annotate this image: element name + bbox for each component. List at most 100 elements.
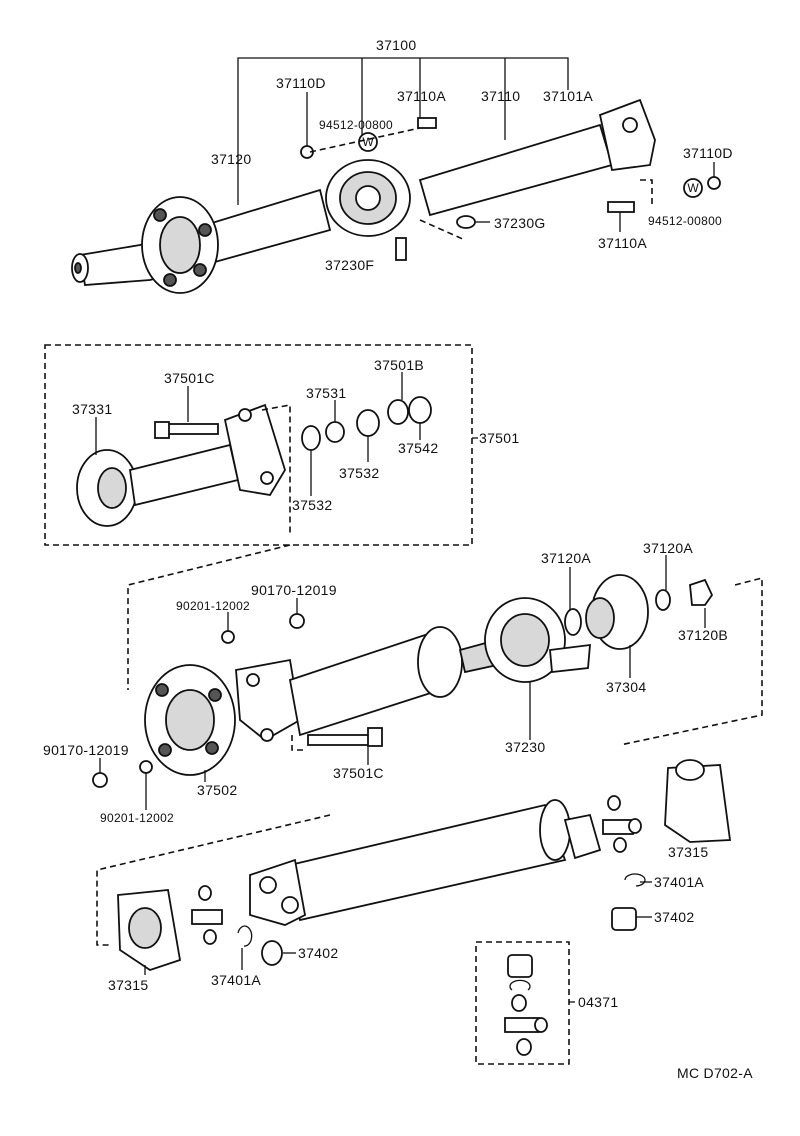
snap-ring-37401A bbox=[624, 873, 646, 887]
shaft-end-hole bbox=[74, 262, 82, 274]
label-37331: 37331 bbox=[72, 401, 112, 417]
companion-flange bbox=[235, 658, 301, 742]
label-37230: 37230 bbox=[505, 739, 545, 755]
label-37100: 37100 bbox=[376, 37, 416, 53]
label-37542: 37542 bbox=[398, 440, 438, 456]
dashed-guide bbox=[419, 219, 466, 241]
nut-90170 bbox=[92, 772, 108, 788]
label-94512-00800: 94512-00800 bbox=[648, 214, 722, 228]
washer-37230G bbox=[456, 215, 476, 229]
part-37532-washer bbox=[301, 425, 321, 451]
label-37501C: 37501C bbox=[164, 370, 215, 386]
lower-shaft-assembly: 37315 37401A 37402 37402 37315 37401A bbox=[96, 759, 732, 993]
bearing-cup-37402 bbox=[261, 940, 283, 966]
spider-cap bbox=[607, 795, 621, 811]
part-37532-bearing bbox=[356, 409, 380, 437]
label-37531: 37531 bbox=[306, 385, 346, 401]
washer-90201 bbox=[139, 760, 153, 774]
label-37502: 37502 bbox=[197, 782, 237, 798]
label-37402: 37402 bbox=[654, 909, 694, 925]
flange-hole bbox=[246, 673, 260, 687]
upper-shaft-assembly: W W 37100 37110D 37110A 37110 37101A 945… bbox=[71, 37, 733, 294]
dashed-guide bbox=[96, 814, 331, 946]
yoke-hole bbox=[622, 117, 638, 133]
label-94512-00800: 94512-00800 bbox=[319, 118, 393, 132]
bolt bbox=[607, 201, 635, 213]
label-37120A: 37120A bbox=[541, 550, 591, 566]
bolt-37230F bbox=[395, 237, 407, 261]
dashed-guide bbox=[127, 544, 291, 690]
bearing-bracket bbox=[549, 643, 591, 673]
label-37501C: 37501C bbox=[333, 765, 384, 781]
washer-mark: W bbox=[362, 135, 374, 149]
part-37542 bbox=[408, 396, 432, 424]
label-90170-12019: 90170-12019 bbox=[43, 742, 129, 758]
flange-hole bbox=[238, 408, 252, 422]
label-37230F: 37230F bbox=[325, 257, 374, 273]
nut-37120B bbox=[689, 578, 714, 606]
label-37110D: 37110D bbox=[683, 145, 733, 161]
washer-37120A bbox=[564, 608, 582, 636]
label-37401A: 37401A bbox=[211, 972, 261, 988]
tube-yoke bbox=[563, 813, 602, 860]
bearing-cup-37402 bbox=[611, 907, 637, 931]
coupling-bolt bbox=[205, 741, 219, 755]
bolt bbox=[417, 117, 437, 129]
label-37120A: 37120A bbox=[643, 540, 693, 556]
label-37501: 37501 bbox=[479, 430, 519, 446]
spider-cap bbox=[628, 818, 642, 834]
dashed-guide bbox=[640, 179, 653, 205]
label-90170-12019: 90170-12019 bbox=[251, 582, 337, 598]
flange-shaft bbox=[128, 443, 240, 507]
dashed-box-04371 bbox=[475, 941, 570, 1065]
spider-kit-04371: 04371 bbox=[475, 941, 618, 1065]
label-04371: 04371 bbox=[578, 994, 618, 1010]
center-bearing-hub bbox=[355, 185, 381, 211]
washer bbox=[683, 178, 703, 198]
washer-mark: W bbox=[687, 181, 699, 195]
spider-cap bbox=[511, 994, 527, 1012]
label-37110A: 37110A bbox=[397, 88, 446, 104]
label-37532: 37532 bbox=[292, 497, 332, 513]
center-bearing-inner bbox=[500, 613, 550, 667]
coupling-center bbox=[165, 689, 215, 751]
shaft-collar bbox=[417, 626, 463, 698]
rear-shaft-tube bbox=[418, 123, 614, 217]
rear-yoke bbox=[598, 98, 656, 172]
spider-cap bbox=[534, 1017, 548, 1033]
label-37230G: 37230G bbox=[494, 215, 546, 231]
label-90201-12002: 90201-12002 bbox=[176, 599, 250, 613]
flange-hole bbox=[260, 471, 274, 485]
yoke-hole bbox=[281, 896, 299, 914]
flange-yoke-37315 bbox=[664, 764, 732, 843]
bearing-cup bbox=[507, 954, 533, 978]
label-37402: 37402 bbox=[298, 945, 338, 961]
washer-37120A bbox=[655, 589, 671, 611]
intermediate-shaft-tube bbox=[288, 633, 442, 737]
bolt-head bbox=[367, 727, 383, 747]
flange-sub-assembly-37501: 37501C 37501B 37331 37531 37542 37501 37… bbox=[44, 344, 519, 546]
label-37110D: 37110D bbox=[276, 75, 326, 91]
label-37315: 37315 bbox=[668, 844, 708, 860]
label-37101A: 37101A bbox=[543, 88, 593, 104]
label-37304: 37304 bbox=[606, 679, 646, 695]
coupling-bolt bbox=[163, 273, 177, 287]
part-37331-inner bbox=[97, 467, 127, 509]
washer-90201 bbox=[221, 630, 235, 644]
bracket-37100 bbox=[237, 57, 569, 105]
yoke-bore bbox=[128, 907, 162, 949]
slip-yoke bbox=[249, 858, 307, 926]
dashed-guide bbox=[309, 127, 421, 153]
dashed-guide bbox=[291, 735, 305, 751]
label-90201-12002: 90201-12002 bbox=[100, 811, 174, 825]
rear-shaft-tube bbox=[288, 803, 567, 922]
label-37501B: 37501B bbox=[374, 357, 424, 373]
spider-cap bbox=[203, 929, 217, 945]
tube-end bbox=[539, 799, 571, 861]
flange-hub bbox=[585, 597, 615, 639]
diagram-code: MC D702-A bbox=[677, 1065, 753, 1081]
universal-joint-spider bbox=[191, 885, 223, 945]
coupling-bolt bbox=[193, 263, 207, 277]
bolt-head bbox=[154, 421, 170, 439]
